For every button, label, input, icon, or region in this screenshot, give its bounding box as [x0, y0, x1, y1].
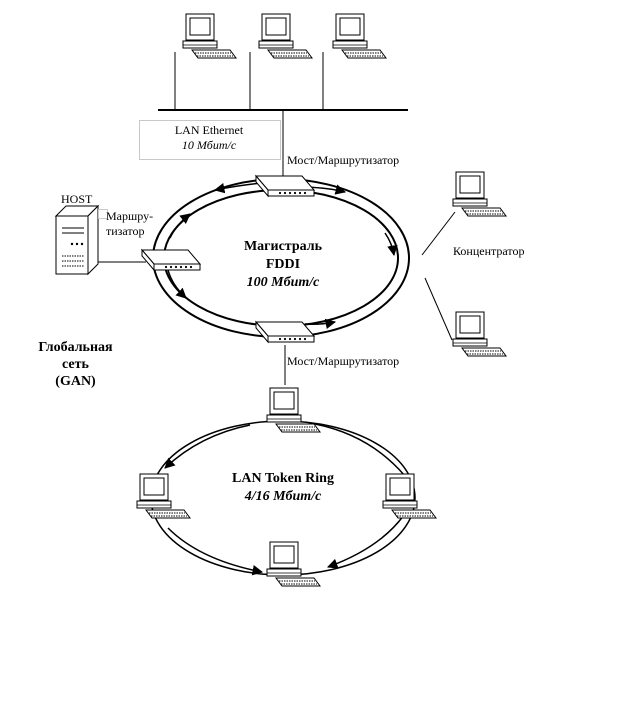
- ethernet-bus: [158, 52, 408, 182]
- ethernet-label-box: [139, 120, 281, 160]
- token-ring-name: LAN Token Ring: [232, 471, 334, 486]
- router-left-label-1: Маршру-: [106, 209, 154, 223]
- fddi-line1: Магистраль: [243, 239, 323, 254]
- fddi-line2: FDDI: [265, 257, 301, 272]
- server-icon: [54, 204, 100, 276]
- gan-line3: (GAN): [55, 374, 96, 389]
- computer-icon: [266, 541, 321, 587]
- bridge-bottom-label: Мост/Маршрутизатор: [287, 354, 400, 368]
- router-label-box: [98, 209, 108, 219]
- computer-icon: [452, 171, 507, 217]
- computer-icon: [382, 473, 437, 519]
- router-icon: [141, 249, 201, 271]
- hub-label: Концентратор: [453, 244, 525, 258]
- computer-icon: [332, 13, 387, 59]
- gan-line2: сеть: [62, 357, 89, 372]
- bridge-top-label: Мост/Маршрутизатор: [287, 153, 400, 167]
- gan-line1: Глобальная: [38, 340, 113, 355]
- computer-icon: [266, 387, 321, 433]
- router-icon: [255, 175, 315, 197]
- computer-icon: [136, 473, 191, 519]
- ethernet-name: LAN Ethernet: [174, 123, 244, 137]
- ethernet-speed: 10 Мбит/с: [181, 138, 237, 152]
- computer-icon: [452, 311, 507, 357]
- computer-icon: [182, 13, 237, 59]
- token-ring-speed: 4/16 Мбит/с: [244, 489, 322, 504]
- host-label: HOST: [61, 192, 93, 206]
- fddi-speed: 100 Мбит/с: [246, 275, 320, 290]
- computer-icon: [258, 13, 313, 59]
- router-left-label-2: тизатор: [106, 224, 145, 238]
- hub-lines: [421, 211, 456, 341]
